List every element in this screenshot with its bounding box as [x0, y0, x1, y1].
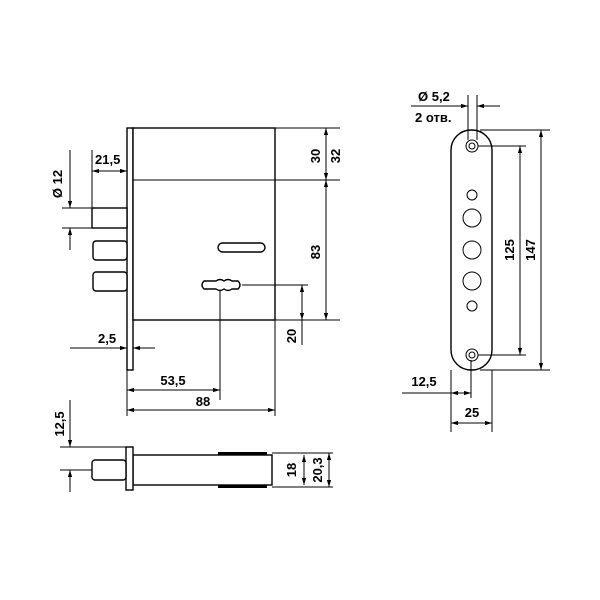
lock-top-view: 12,5 18 20,3	[52, 400, 333, 492]
keyhole	[201, 278, 241, 292]
dim-hole-spacing: 125	[502, 239, 517, 261]
bolt-square	[91, 207, 128, 229]
dim-length: 147	[523, 239, 538, 261]
top-body	[132, 454, 273, 486]
top-pin	[91, 459, 127, 481]
dim-top-30: 30	[308, 149, 323, 163]
bolt-round-1	[92, 240, 128, 261]
hole-count-label: 2 отв.	[415, 110, 451, 125]
dim-key-20: 20	[284, 329, 299, 343]
dim-bolt-projection: 21,5	[95, 152, 120, 167]
dim-body-83: 83	[308, 245, 323, 259]
strike-plate-view: Ø 5,2 2 отв. 125 147 12,5 25	[402, 89, 550, 432]
cylinder-slot	[217, 242, 266, 253]
dim-faceplate-thickness: 2,5	[98, 331, 116, 346]
dim-plate-width: 25	[465, 405, 479, 420]
dim-body-20-3: 20,3	[310, 457, 325, 482]
dim-pin-offset: 12,5	[52, 411, 67, 436]
top-faceplate	[125, 446, 134, 491]
lock-body	[132, 127, 276, 321]
dim-top-32: 32	[328, 149, 343, 163]
dim-hole-diameter: Ø 5,2	[418, 89, 450, 104]
bolt-round-2	[92, 271, 128, 292]
faceplate	[126, 127, 134, 371]
dim-body-18: 18	[284, 463, 299, 477]
dim-center: 12,5	[411, 374, 436, 389]
lock-front-view: 21,5 Ø 12 2,5 30 32 83 20 53,5 88	[50, 127, 343, 416]
dim-width: 88	[196, 394, 210, 409]
strike-plate	[450, 129, 493, 371]
dim-bolt-diameter: Ø 12	[50, 170, 65, 198]
dim-backset: 53,5	[160, 373, 185, 388]
